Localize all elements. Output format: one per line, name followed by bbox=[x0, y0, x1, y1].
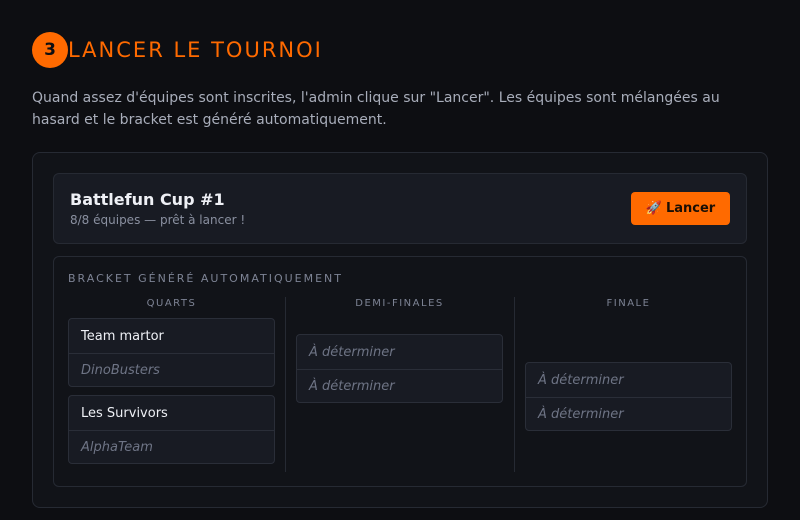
match-demi-1: À déterminer À déterminer bbox=[296, 334, 503, 403]
match-slot-tbd: À déterminer bbox=[538, 372, 624, 388]
bracket-title: BRACKET GÉNÉRÉ AUTOMATIQUEMENT bbox=[68, 272, 344, 285]
match-quart-2: Les Survivors AlphaTeam bbox=[68, 395, 275, 464]
tournament-status: 8/8 équipes — prêt à lancer ! bbox=[70, 213, 246, 227]
match-slot-team: Team martor bbox=[81, 328, 164, 344]
launch-button-label: Lancer bbox=[665, 201, 716, 216]
match-slot-team: DinoBusters bbox=[69, 353, 274, 386]
match-quart-1: Team martor DinoBusters bbox=[68, 318, 275, 387]
step-description: Quand assez d'équipes sont inscrites, l'… bbox=[32, 90, 720, 128]
match-slot-tbd: À déterminer bbox=[526, 397, 731, 430]
rocket-icon: 🚀 bbox=[645, 201, 662, 216]
column-label-quarts: QUARTS bbox=[146, 298, 197, 309]
step-title: LANCER LE TOURNOI bbox=[68, 38, 323, 62]
demo-panel: Battlefun Cup #1 8/8 équipes — prêt à la… bbox=[32, 152, 768, 508]
column-label-finale: FINALE bbox=[606, 298, 651, 309]
match-slot-team: Les Survivors bbox=[81, 405, 168, 421]
column-divider bbox=[514, 297, 515, 472]
column-divider bbox=[285, 297, 286, 472]
step-header: 3 LANCER LE TOURNOI bbox=[32, 32, 323, 68]
tournament-card: Battlefun Cup #1 8/8 équipes — prêt à la… bbox=[53, 173, 747, 244]
match-slot-team: AlphaTeam bbox=[69, 430, 274, 463]
launch-button[interactable]: 🚀 Lancer bbox=[631, 192, 730, 225]
match-slot-tbd: À déterminer bbox=[309, 344, 395, 360]
match-finale: À déterminer À déterminer bbox=[525, 362, 732, 431]
column-label-demi: DEMI-FINALES bbox=[355, 298, 444, 309]
match-slot-tbd: À déterminer bbox=[297, 369, 502, 402]
tournament-name: Battlefun Cup #1 bbox=[70, 190, 225, 209]
step-number-badge: 3 bbox=[32, 32, 68, 68]
bracket: BRACKET GÉNÉRÉ AUTOMATIQUEMENT QUARTS DE… bbox=[53, 256, 747, 487]
